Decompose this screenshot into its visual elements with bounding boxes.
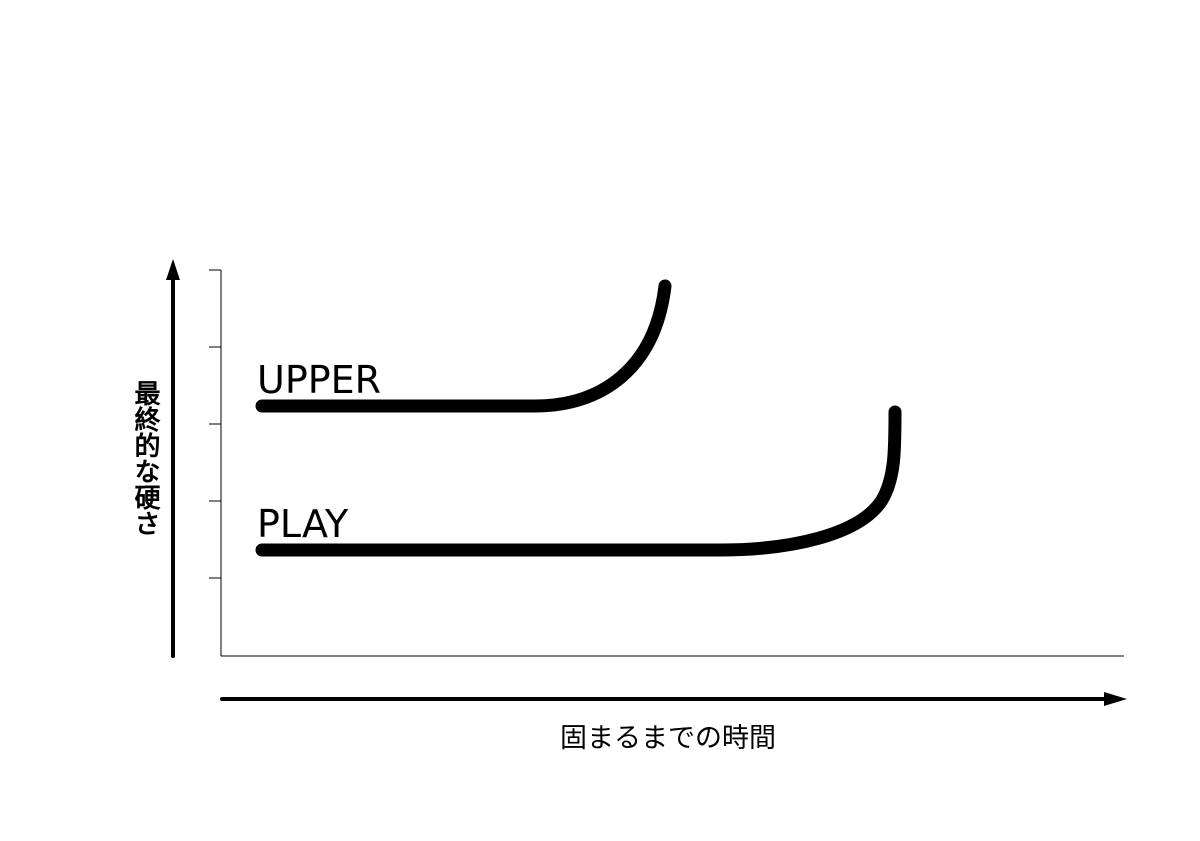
series-label-play: PLAY [257,502,349,546]
series-label-upper: UPPER [257,358,382,402]
y-ticks [209,269,221,579]
series-play-line [255,405,902,557]
plot-frame [220,270,1124,657]
y-axis-arrow [166,259,180,658]
x-axis-arrow [220,692,1127,706]
x-axis-label: 固まるまでの時間 [560,723,776,754]
series-upper-line [255,279,672,413]
y-axis-label: 最終的な硬さ [130,380,160,536]
